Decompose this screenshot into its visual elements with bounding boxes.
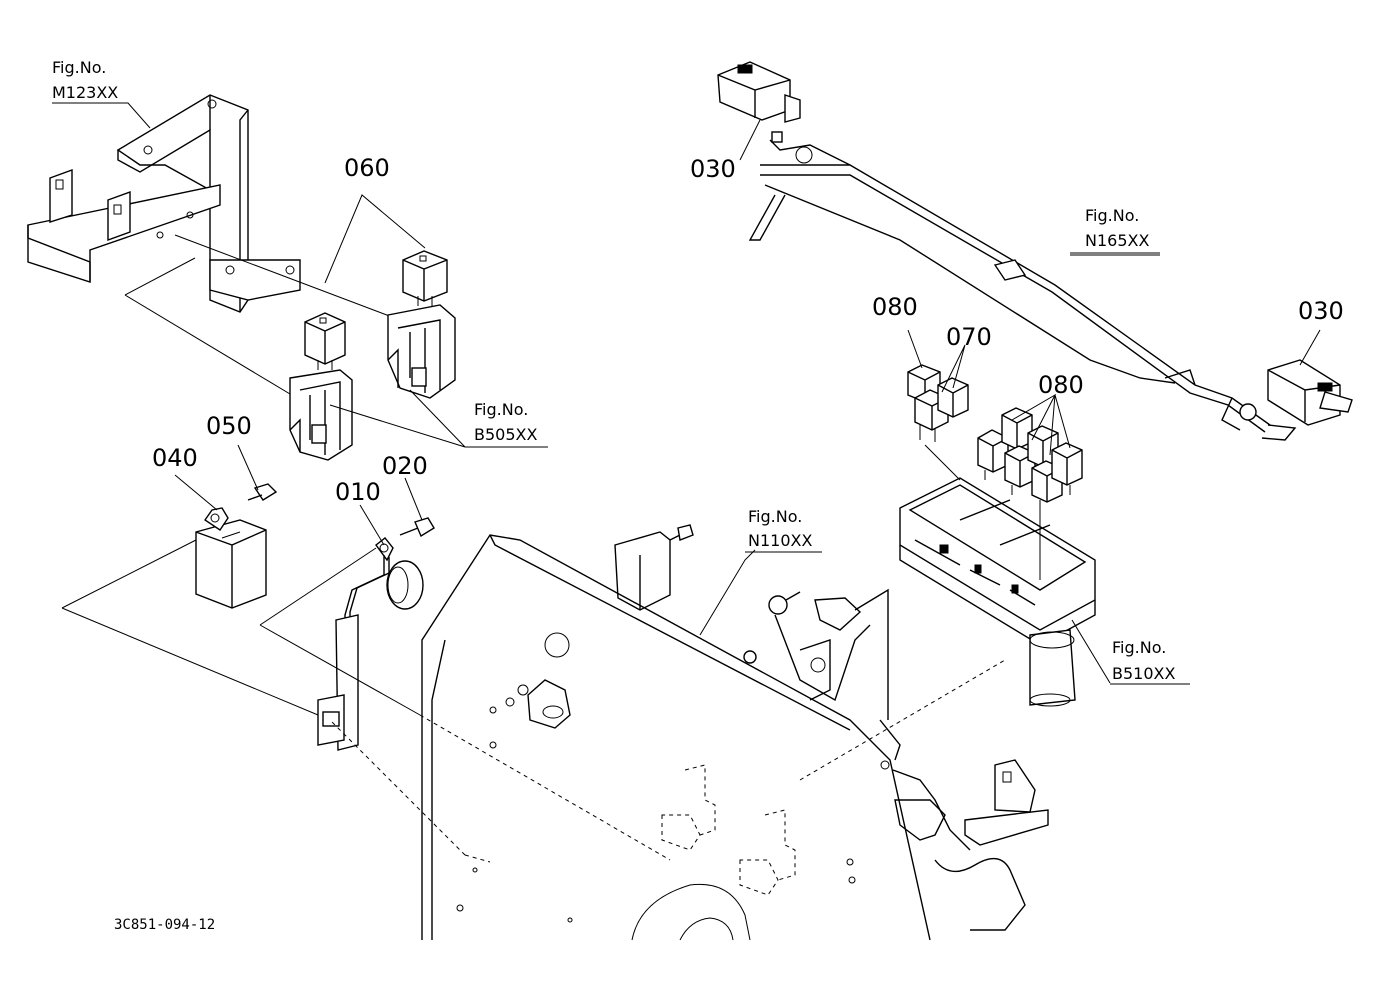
bracket-m123xx <box>27 94 401 401</box>
fuse-box-b510xx <box>899 477 1111 707</box>
leader-030-right <box>1299 329 1321 366</box>
drawing-code: 3C851-094-12 <box>114 917 215 933</box>
leader-080-top <box>907 329 923 369</box>
flasher-unit-040 <box>195 507 267 609</box>
relays-070-080 <box>907 364 1083 580</box>
svg-text:B505XX: B505XX <box>474 425 537 444</box>
harness-n165xx <box>748 139 1297 441</box>
fig-ref-n110xx: Fig.No. N110XX <box>745 507 822 553</box>
svg-text:N110XX: N110XX <box>748 531 812 550</box>
buzzer-010 <box>317 537 424 751</box>
svg-text:Fig.No.: Fig.No. <box>474 400 528 419</box>
fig-ref-b510xx: Fig.No. B510XX <box>1110 638 1190 685</box>
part-number-080-right: 080 <box>1038 371 1084 399</box>
fig-ref-b505xx: Fig.No. B505XX <box>465 400 548 448</box>
part-number-060: 060 <box>344 154 390 182</box>
screw-050 <box>247 483 278 501</box>
leader-040 <box>174 474 218 511</box>
switch-030-right <box>1267 359 1353 426</box>
svg-text:Fig.No.: Fig.No. <box>1112 638 1166 657</box>
relay-060-right <box>402 250 448 306</box>
leader-060 <box>324 194 426 284</box>
screw-020 <box>399 517 435 538</box>
svg-text:Fig.No.: Fig.No. <box>1085 206 1139 225</box>
part-number-070: 070 <box>946 323 992 351</box>
relay-holder-left <box>289 369 353 461</box>
leader-030-left <box>739 119 761 161</box>
switch-030-left <box>717 61 801 143</box>
part-number-030-right: 030 <box>1298 297 1344 325</box>
part-number-080-top: 080 <box>872 293 918 321</box>
leader-010 <box>359 504 385 546</box>
svg-text:Fig.No.: Fig.No. <box>748 507 802 526</box>
leader-040-base <box>61 539 331 721</box>
leader-050 <box>237 444 259 491</box>
part-number-020: 020 <box>382 452 428 480</box>
leader-080-right <box>1011 393 1071 456</box>
relay-060-left <box>304 312 346 370</box>
svg-text:B510XX: B510XX <box>1112 664 1175 683</box>
part-number-010: 010 <box>335 478 381 506</box>
leader-n110xx <box>699 549 756 636</box>
leader-b505xx <box>329 389 466 448</box>
svg-text:Fig.No.: Fig.No. <box>52 58 106 77</box>
part-number-030-left: 030 <box>690 155 736 183</box>
leader-010-base <box>259 547 421 716</box>
leader-070 <box>941 344 966 393</box>
svg-text:M123XX: M123XX <box>52 83 118 102</box>
relay-holder-right <box>387 304 456 399</box>
fig-ref-n165xx: Fig.No. N165XX <box>1070 206 1160 254</box>
part-number-040: 040 <box>152 444 198 472</box>
panel-n110xx <box>329 524 1049 941</box>
part-number-050: 050 <box>206 412 252 440</box>
leader-020 <box>404 477 423 521</box>
fig-ref-m123xx: Fig.No. M123XX <box>52 58 151 129</box>
svg-text:N165XX: N165XX <box>1085 231 1149 250</box>
